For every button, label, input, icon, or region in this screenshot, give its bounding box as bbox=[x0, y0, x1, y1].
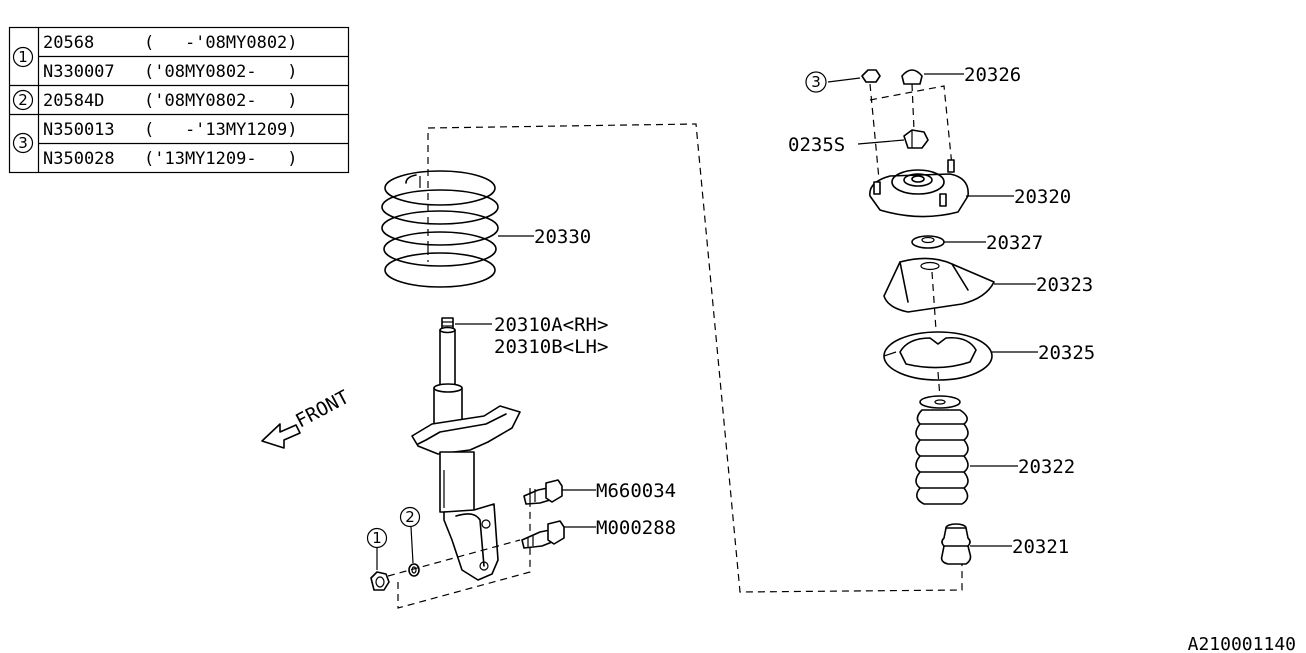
table-range: ('08MY0802- ) bbox=[144, 91, 298, 111]
callout-2-circle bbox=[399, 506, 421, 528]
table-part-number: 20568 bbox=[43, 33, 94, 53]
callout-3-circle bbox=[805, 71, 827, 93]
bolt-m660034 bbox=[523, 479, 563, 505]
coil-spring bbox=[381, 170, 499, 288]
label-strut-lh: 20310B<LH> bbox=[494, 336, 608, 358]
table-callout-1-circle bbox=[12, 46, 34, 68]
strut-assembly bbox=[411, 317, 521, 581]
bump-stop bbox=[940, 523, 972, 565]
strut-washer bbox=[408, 563, 420, 577]
center-nut bbox=[903, 129, 929, 149]
upper-spring-seat bbox=[883, 257, 995, 313]
label-bolt-upper: M660034 bbox=[596, 480, 676, 502]
label-cap: 20326 bbox=[964, 64, 1021, 86]
leader-line bbox=[857, 139, 905, 145]
label-bump-stop: 20321 bbox=[1012, 536, 1069, 558]
dust-cap bbox=[901, 69, 923, 85]
label-boot: 20322 bbox=[1018, 456, 1075, 478]
table-callout-2-circle bbox=[12, 89, 34, 111]
label-washer: 20327 bbox=[986, 232, 1043, 254]
table-callout-3-circle bbox=[12, 132, 34, 154]
front-label: FRONT bbox=[292, 386, 353, 432]
table-range: ( -'13MY1209) bbox=[144, 120, 298, 140]
table-range: ( -'08MY0802) bbox=[144, 33, 298, 53]
table-range: ('13MY1209- ) bbox=[144, 149, 298, 169]
callout-1-circle bbox=[366, 527, 388, 549]
bolt-dashed-outline bbox=[397, 488, 531, 609]
label-rubber-seat: 20325 bbox=[1038, 342, 1095, 364]
strut-mount bbox=[869, 159, 969, 218]
callout-1: 1 bbox=[372, 529, 382, 547]
assembly-dashed-outline bbox=[427, 123, 963, 593]
label-nut: 0235S bbox=[788, 134, 845, 156]
strut-nut bbox=[370, 571, 390, 591]
axis-line bbox=[937, 371, 941, 399]
label-spring-seat: 20323 bbox=[1036, 274, 1093, 296]
leader-line bbox=[827, 77, 861, 83]
front-direction-arrow: FRONT bbox=[261, 386, 353, 449]
label-coil-spring: 20330 bbox=[534, 226, 591, 248]
table-part-number: 20584D bbox=[43, 91, 104, 111]
bolt-axis-line bbox=[387, 539, 521, 577]
mount-guide-dashed bbox=[869, 83, 953, 191]
axis-line bbox=[931, 271, 937, 331]
diagram-reference-code: A210001140 bbox=[1188, 634, 1296, 653]
table-part-number: N350028 bbox=[43, 149, 115, 169]
rubber-spring-seat bbox=[883, 331, 993, 381]
leader-line bbox=[410, 526, 414, 564]
label-bolt-lower: M000288 bbox=[596, 517, 676, 539]
table-callout-3: 3 bbox=[18, 134, 28, 152]
bearing-washer bbox=[911, 235, 945, 249]
table-part-number: N330007 bbox=[43, 62, 115, 82]
callout-2: 2 bbox=[405, 508, 415, 526]
bolt-m000288 bbox=[521, 520, 565, 549]
table-range: ('08MY0802- ) bbox=[144, 62, 298, 82]
callout-3: 3 bbox=[811, 73, 821, 91]
table-callout-2: 2 bbox=[18, 91, 28, 109]
label-mount: 20320 bbox=[1014, 186, 1071, 208]
table-callout-1: 1 bbox=[18, 48, 28, 66]
dust-boot bbox=[915, 395, 969, 505]
label-strut-rh: 20310A<RH> bbox=[494, 314, 608, 336]
table-part-number: N350013 bbox=[43, 120, 115, 140]
parts-table: 1 2 3 20568 ( -'08MY0802) N330007 ('08MY… bbox=[8, 26, 350, 174]
mount-nut bbox=[861, 69, 881, 83]
